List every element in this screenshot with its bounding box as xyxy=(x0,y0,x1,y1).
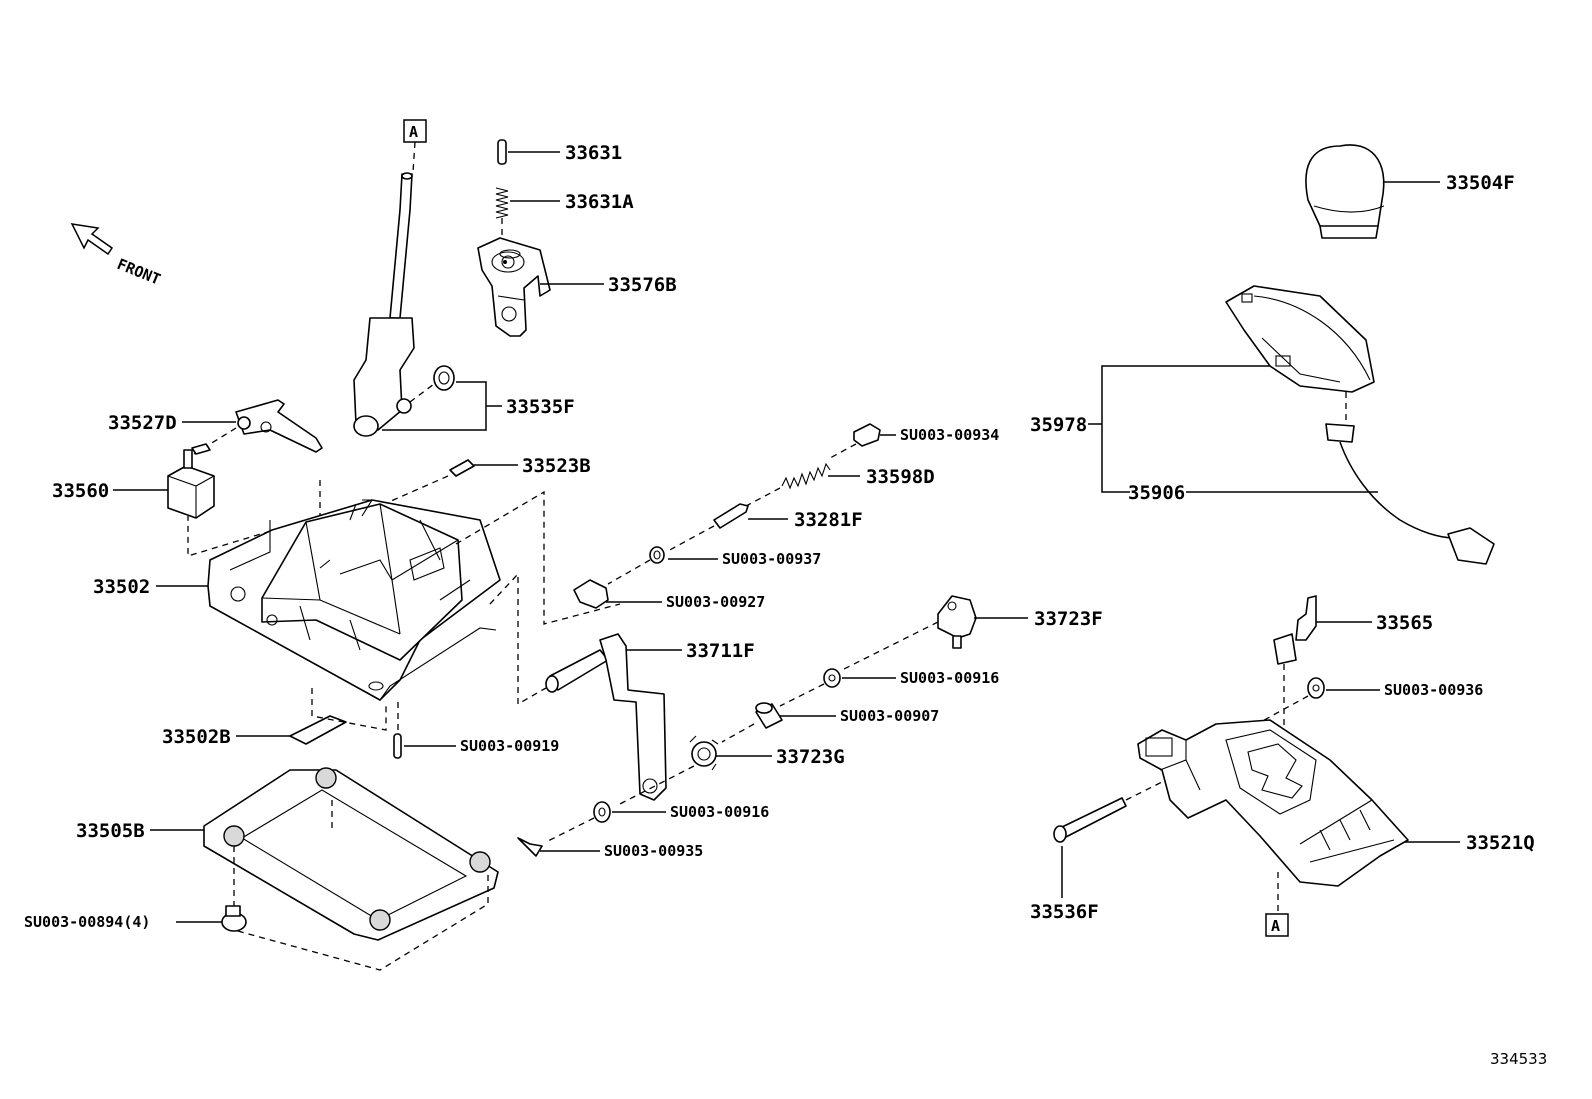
pin-su00919-part xyxy=(393,733,402,759)
label-35906: 35906 xyxy=(1128,482,1185,504)
label-su00919: SU003-00919 xyxy=(460,737,559,755)
label-su00894: SU003-00894(4) xyxy=(24,913,150,931)
collar-su00907-part xyxy=(755,702,783,729)
nut-su00894-part xyxy=(221,905,247,932)
washer-su00937-part xyxy=(649,546,665,564)
label-33505b: 33505B xyxy=(76,820,145,842)
label-33527d: 33527D xyxy=(108,412,177,434)
pin-33536f-part xyxy=(1053,797,1127,843)
label-33711f: 33711F xyxy=(686,640,755,662)
lever-33527d-part xyxy=(235,399,323,453)
label-su00936: SU003-00936 xyxy=(1384,681,1483,699)
gasket-33505b-part xyxy=(203,767,499,941)
label-33536f: 33536F xyxy=(1030,901,1099,923)
label-su00907: SU003-00907 xyxy=(840,707,939,725)
indicator-panel-35978-part xyxy=(1225,285,1375,393)
plug-33502b-part xyxy=(289,715,347,745)
label-su00916-lower: SU003-00916 xyxy=(670,803,769,821)
label-su00934: SU003-00934 xyxy=(900,426,999,444)
pin-33523b-part xyxy=(449,459,475,477)
label-35978: 35978 xyxy=(1030,414,1087,436)
label-33504f: 33504F xyxy=(1446,172,1515,194)
ref-a-bottom-box xyxy=(1265,913,1289,937)
ref-a-bottom-label: A xyxy=(1271,917,1280,935)
label-33521q: 33521Q xyxy=(1466,832,1535,854)
label-33523b: 33523B xyxy=(522,455,591,477)
pin-su00935-part xyxy=(517,837,543,857)
label-33560: 33560 xyxy=(52,480,109,502)
pin-33631-part xyxy=(497,139,507,165)
ref-a-top-label: A xyxy=(409,123,418,141)
clip-su00934-part xyxy=(853,423,881,447)
shift-housing-33521q-part xyxy=(1137,719,1409,887)
front-arrow-icon xyxy=(70,223,114,256)
label-su00927: SU003-00927 xyxy=(666,593,765,611)
label-su00916-upper: SU003-00916 xyxy=(900,669,999,687)
spring-33598d-part xyxy=(781,462,831,490)
bushing-33535f-part xyxy=(433,365,455,391)
shift-knob-33504f-part xyxy=(1305,144,1385,239)
washer-su00916-upper-part xyxy=(823,668,841,688)
pin-33281f-part xyxy=(713,503,749,529)
label-33535f: 33535F xyxy=(506,396,575,418)
crank-33711f-part xyxy=(545,633,667,801)
front-label: FRONT xyxy=(115,255,164,289)
label-33576b: 33576B xyxy=(608,274,677,296)
washer-su00936-part xyxy=(1307,677,1325,699)
switch-33565-part xyxy=(1273,595,1317,665)
label-33723g: 33723G xyxy=(776,746,845,768)
spring-33631a-part xyxy=(495,187,509,219)
harness-35906-part xyxy=(1325,423,1495,565)
solenoid-33560-part xyxy=(167,443,215,519)
label-33631a: 33631A xyxy=(565,191,634,213)
figure-number: 334533 xyxy=(1490,1050,1547,1068)
button-33576b-part xyxy=(477,237,551,337)
label-33502: 33502 xyxy=(93,576,150,598)
washer-su00916-lower-part xyxy=(593,801,611,823)
label-33565: 33565 xyxy=(1376,612,1433,634)
clip-su00927-part xyxy=(573,579,609,609)
bolt-33723g-part xyxy=(689,735,719,771)
label-33281f: 33281F xyxy=(794,509,863,531)
label-33631: 33631 xyxy=(565,142,622,164)
label-su00935: SU003-00935 xyxy=(604,842,703,860)
label-33723f: 33723F xyxy=(1034,608,1103,630)
label-33598d: 33598D xyxy=(866,466,935,488)
bracket-33502-part xyxy=(207,499,501,701)
label-33502b: 33502B xyxy=(162,726,231,748)
shift-lever-part xyxy=(353,172,415,437)
label-su00937: SU003-00937 xyxy=(722,550,821,568)
bracket-33723f-part xyxy=(937,595,977,649)
